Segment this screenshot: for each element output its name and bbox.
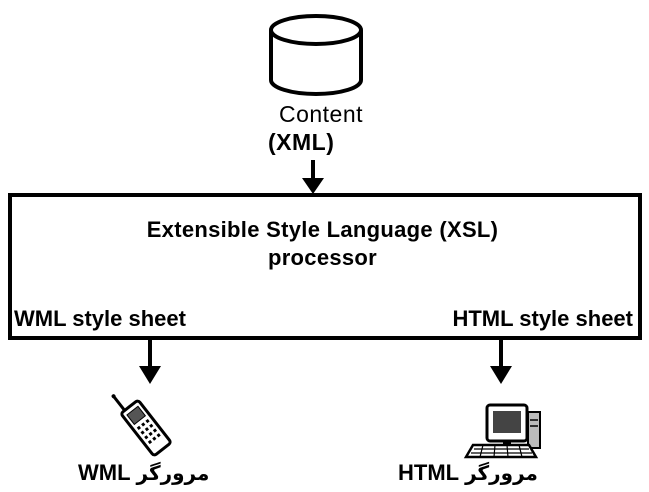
desktop-computer-icon xyxy=(463,403,541,459)
database-cylinder-icon xyxy=(269,14,363,96)
arrow-to-html xyxy=(490,339,512,384)
processor-title: Extensible Style Language (XSL) processo… xyxy=(20,216,625,272)
html-style-sheet-label: HTML style sheet xyxy=(452,306,633,331)
processor-box xyxy=(8,193,642,340)
wml-style-sheet-label: WML style sheet xyxy=(14,306,186,331)
mobile-phone-icon xyxy=(111,394,172,457)
content-format: (XML) xyxy=(268,129,335,155)
wml-browser-name: WML xyxy=(78,460,131,485)
processor-title-line1: Extensible Style Language (XSL) xyxy=(146,217,499,242)
html-browser-name: HTML xyxy=(398,460,460,485)
html-browser-word: مرورگر xyxy=(465,461,538,485)
processor-title-line2: processor xyxy=(267,245,378,270)
arrow-content-to-processor xyxy=(302,160,324,194)
content-label: Content (XML) xyxy=(256,100,386,156)
content-title: Content xyxy=(278,101,364,127)
wml-browser-word: مرورگر xyxy=(136,461,210,485)
arrow-to-wml xyxy=(139,339,161,384)
